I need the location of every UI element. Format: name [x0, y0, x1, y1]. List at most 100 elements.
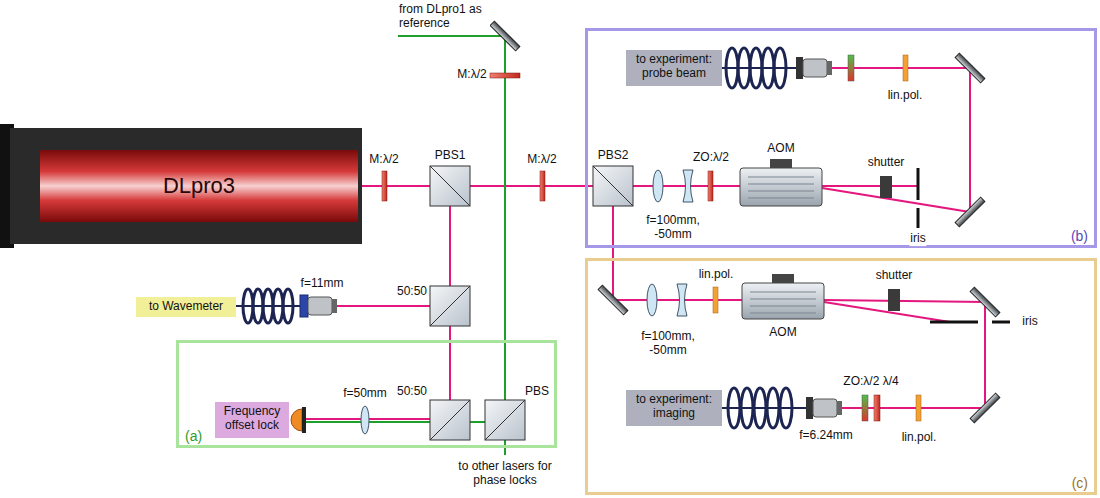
aom-stripe — [750, 292, 816, 293]
focal-length: f=100mm, -50mm — [635, 330, 701, 358]
region-box: (c) to experiment: imaging — [585, 258, 1097, 495]
annotation: from DLpro1 as reference — [398, 3, 490, 31]
beamsplitter-diagonal — [430, 400, 470, 440]
beamsplitter-cube — [430, 400, 470, 440]
beam — [824, 302, 950, 322]
fiber-coupler — [803, 59, 827, 77]
mirror — [970, 287, 1000, 317]
beamsplitter-cube — [430, 166, 470, 206]
fiber-loop — [762, 48, 774, 88]
beam — [306, 421, 505, 423]
beamsplitter-cube — [485, 400, 525, 440]
fiber — [236, 305, 301, 307]
fiber-loop — [283, 289, 293, 323]
component-label: lin.pol. — [901, 431, 938, 445]
component-label: 50:50 — [396, 285, 428, 299]
waveplate — [382, 171, 387, 201]
laser-housing — [10, 128, 362, 244]
fiber-coupler — [796, 57, 803, 79]
aom-stripe — [748, 177, 814, 178]
component-label: lin.pol. — [887, 89, 924, 103]
component-label: PBS — [524, 385, 550, 399]
component-label: shutter — [875, 269, 914, 283]
fiber-coupler — [332, 299, 337, 313]
waveplate — [540, 171, 545, 201]
component-label: PBS1 — [434, 149, 467, 163]
aom-stripes — [750, 292, 816, 313]
annotation: to other lasers for phase locks — [452, 460, 558, 488]
beamsplitter-cube — [593, 166, 633, 206]
focal-length: f=50mm — [342, 387, 388, 401]
component-label: PBS2 — [597, 149, 630, 163]
component-label: lin.pol. — [698, 268, 735, 282]
iris — [992, 321, 1010, 324]
photodiode — [291, 409, 302, 431]
fiber-loop — [738, 48, 750, 88]
mirror — [955, 53, 985, 83]
waveplate — [848, 55, 854, 81]
mirror — [970, 287, 1000, 317]
node-label: to experiment: imaging — [630, 393, 718, 421]
focal-length: f=6.24mm — [798, 429, 854, 443]
focal-length: f=11mm — [300, 277, 345, 291]
panel-letter: (b) — [1071, 228, 1088, 244]
shutter — [888, 289, 900, 311]
beam — [306, 418, 450, 420]
aom — [740, 168, 822, 206]
component-label: M:λ/2 — [368, 153, 399, 167]
beamsplitter-diagonal — [593, 166, 633, 206]
beamsplitter-diagonal — [485, 400, 525, 440]
reference-beam — [306, 36, 505, 455]
focal-length: f=100mm, -50mm — [640, 214, 706, 242]
laser-head: DLpro3 — [40, 150, 358, 222]
fiber-coil — [243, 289, 293, 323]
iris — [917, 208, 920, 228]
fiber-loop — [754, 388, 766, 428]
fiber-loop — [741, 388, 753, 428]
aom — [742, 283, 824, 319]
node-label: Frequency offset lock — [219, 405, 285, 433]
aom-stripe — [750, 306, 816, 307]
fiber-coupler — [827, 61, 832, 75]
fiber-coupler — [813, 399, 837, 417]
waveplate — [874, 395, 880, 421]
fiber-loop — [774, 48, 786, 88]
mirror — [955, 53, 985, 83]
panel-letter: (a) — [185, 428, 202, 444]
polarizer — [713, 287, 718, 313]
fiber-output-tag: to Wavemeter — [136, 297, 236, 317]
shutter — [880, 176, 892, 198]
iris — [930, 321, 978, 324]
waveplate — [708, 171, 713, 201]
lens — [653, 170, 663, 202]
fiber-coupler — [837, 401, 842, 415]
photodiode-mount — [302, 407, 306, 433]
mirror — [490, 21, 520, 51]
mirror — [598, 285, 628, 315]
iris — [917, 168, 920, 200]
fiber-coupler — [300, 295, 308, 317]
polarizer — [903, 55, 908, 81]
beam — [822, 68, 970, 212]
aom-connector — [770, 159, 792, 168]
fiber-loop — [726, 48, 738, 88]
panel-letter: (c) — [1072, 475, 1088, 491]
lens — [683, 170, 693, 202]
aom-connector — [772, 274, 794, 283]
component-label: AOM — [766, 142, 795, 156]
waveplate — [862, 395, 868, 421]
component-label: shutter — [867, 156, 906, 170]
detector-tag: Frequency offset lock — [215, 402, 289, 438]
lens — [361, 406, 369, 434]
beam — [824, 300, 985, 408]
mirror — [955, 197, 985, 227]
component-label: iris — [909, 232, 926, 246]
fiber-coupler — [308, 297, 332, 315]
laser-cavity — [40, 150, 358, 222]
component-label: M:λ/2 — [456, 68, 487, 82]
beamsplitter-cube — [430, 286, 470, 326]
fiber-coil — [726, 48, 786, 88]
aom-stripes — [748, 177, 814, 198]
fiber-loop — [767, 388, 779, 428]
